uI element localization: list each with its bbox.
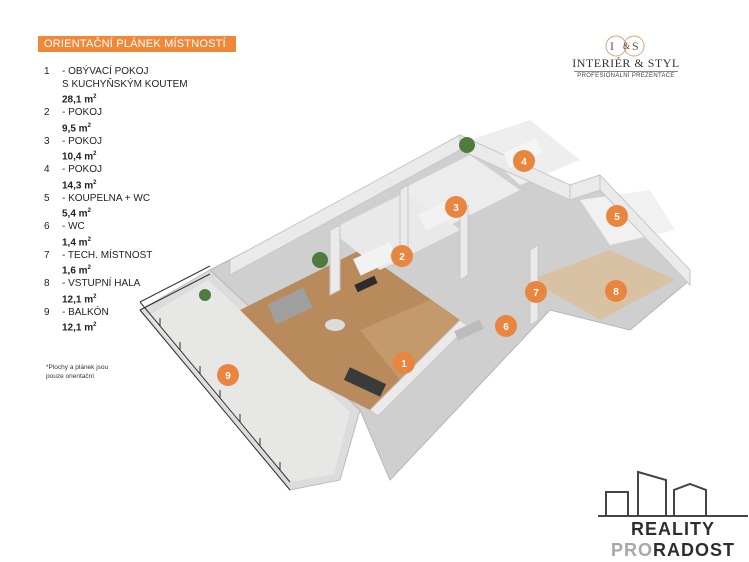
room-marker: 4	[513, 150, 535, 172]
legend-item: 4 - POKOJ 14,3 m2	[44, 164, 194, 193]
room-marker-label: 4	[521, 157, 527, 168]
room-marker: 6	[495, 315, 517, 337]
building-outline-icon	[598, 470, 748, 517]
room-marker: 9	[217, 364, 239, 386]
logo-circles-icon: I & S	[605, 35, 645, 57]
room-legend: 1 - OBÝVACÍ POKOJ S KUCHYŇSKÝM KOUTEM 28…	[44, 66, 194, 335]
legend-area-unit: 2	[93, 179, 97, 186]
legend-area: 12,1 m	[62, 294, 94, 306]
walls	[229, 134, 691, 417]
legend-label: - VSTUPNÍ HALA	[62, 278, 141, 290]
room-marker: 1	[393, 352, 415, 374]
kitchen-floor	[360, 300, 460, 380]
logo-divider	[574, 71, 678, 72]
plan-title: ORIENTAČNÍ PLÁNEK MÍSTNOSTÍ	[38, 36, 236, 52]
brand-pro: PRO	[610, 540, 653, 560]
footnote-line: *Plochy a plánek jsou	[46, 364, 109, 371]
legend-number: 2	[44, 107, 50, 119]
room-marker-label: 3	[453, 203, 459, 214]
room-marker-label: 1	[401, 359, 407, 370]
room-marker: 7	[525, 281, 547, 303]
legend-item: 5 - KOUPELNA + WC 5,4 m2	[44, 193, 194, 222]
brand-line1: REALITY	[630, 519, 715, 539]
legend-label: - TECH. MÍSTNOST	[62, 249, 153, 261]
legend-item: 6 - WC 1,4 m2	[44, 221, 194, 250]
legend-area: 10,4 m	[62, 151, 94, 163]
legend-area: 1,4 m	[62, 237, 88, 249]
legend-label: - POKOJ	[62, 164, 103, 176]
room-marker-label: 9	[225, 371, 231, 382]
room-marker: 5	[606, 205, 628, 227]
legend-area: 1,6 m	[62, 265, 88, 277]
legend-number: 3	[44, 135, 50, 147]
footnote-line: pouze orientační	[46, 372, 95, 380]
room-marker-label: 5	[614, 212, 620, 223]
legend-number: 1	[44, 66, 50, 77]
room-marker: 3	[445, 196, 467, 218]
legend-label: - KOUPELNA + WC	[62, 192, 151, 204]
logo-name: INTERIÉR & STYL	[572, 56, 680, 70]
room-marker: 2	[391, 245, 413, 267]
brand-radost: RADOST	[653, 540, 735, 560]
legend-label: - POKOJ	[62, 107, 103, 119]
legend-item: 8 - VSTUPNÍ HALA 12,1 m2	[44, 278, 194, 307]
room-3-floor	[400, 155, 520, 225]
room-marker-label: 8	[613, 287, 619, 298]
legend-label: - WC	[62, 221, 85, 233]
legend-area-unit: 2	[93, 293, 97, 300]
legend-area: 12,1 m	[62, 322, 94, 334]
legend-area-unit: 2	[87, 208, 91, 215]
legend-area: 14,3 m	[62, 180, 94, 192]
logo-initial-right: S	[632, 39, 639, 53]
legend-label: - OBÝVACÍ POKOJ	[62, 66, 149, 77]
legend-area-unit: 2	[93, 322, 97, 329]
legend-item: 1 - OBÝVACÍ POKOJ S KUCHYŇSKÝM KOUTEM 28…	[44, 66, 194, 107]
room-marker: 8	[605, 280, 627, 302]
room-marker-label: 2	[399, 252, 405, 263]
room-marker-label: 7	[533, 288, 539, 299]
legend-area-unit: 2	[93, 94, 97, 101]
legend-area: 28,1 m	[62, 94, 94, 106]
legend-number: 7	[44, 249, 50, 261]
legend-label-line2: S KUCHYŇSKÝM KOUTEM	[62, 78, 188, 90]
legend-item: 2 - POKOJ 9,5 m2	[44, 107, 194, 136]
reality-proradost-logo: REALITY PRORADOST	[598, 468, 748, 562]
logo-initial-left: I	[610, 39, 614, 53]
legend-area-unit: 2	[87, 122, 91, 129]
legend-area-unit: 2	[93, 151, 97, 158]
legend-label: - BALKÓN	[62, 306, 109, 318]
legend-item: 3 - POKOJ 10,4 m2	[44, 136, 194, 165]
legend-number: 4	[44, 164, 50, 176]
balcony	[139, 265, 361, 491]
legend-item: 7 - TECH. MÍSTNOST 1,6 m2	[44, 250, 194, 279]
legend-area-unit: 2	[87, 236, 91, 243]
legend-label: - POKOJ	[62, 135, 103, 147]
legend-area: 5,4 m	[62, 208, 88, 220]
legend-item: 9 - BALKÓN 12,1 m2	[44, 307, 194, 336]
legend-area-unit: 2	[87, 265, 91, 272]
legend-number: 6	[44, 221, 50, 233]
room-markers: 1 2 3 4 5 6 7 8 9	[217, 150, 628, 386]
legend-area: 9,5 m	[62, 123, 88, 135]
logo-tagline: PROFESIONÁLNÍ PREZENTACE	[577, 73, 675, 79]
footnote: *Plochy a plánek jsou pouze orientační	[46, 364, 126, 381]
interier-styl-logo: I & S INTERIÉR & STYL PROFESIONÁLNÍ PREZ…	[566, 34, 686, 82]
logo-amp: &	[623, 41, 630, 51]
brand-line2: PRORADOST	[598, 540, 748, 561]
room-8-floor	[530, 250, 675, 320]
room-marker-label: 6	[503, 322, 509, 333]
legend-number: 9	[44, 306, 50, 318]
floor-plan-3d: 1 2 3 4 5 6 7 8 9	[139, 120, 691, 491]
legend-number: 8	[44, 278, 50, 290]
legend-number: 5	[44, 192, 50, 204]
